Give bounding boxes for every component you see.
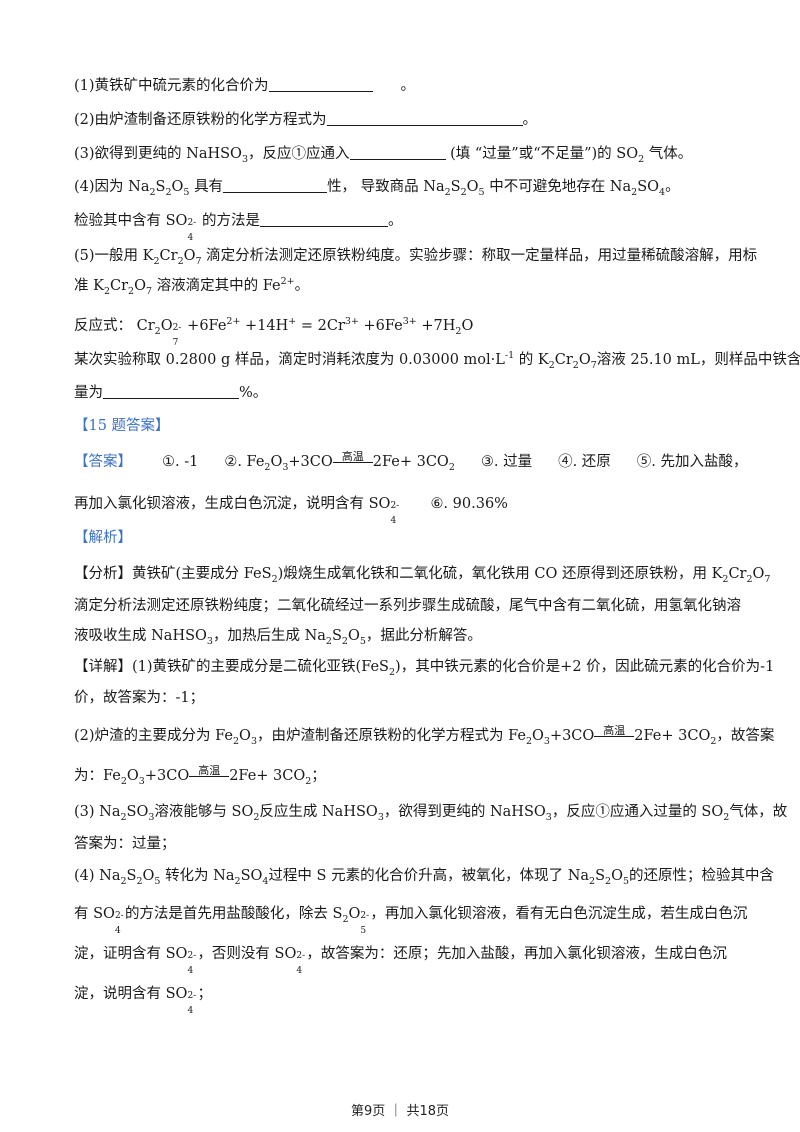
- answer-blank: [260, 212, 389, 227]
- reaction-condition: 高温: [189, 765, 230, 783]
- detail-3: (3) Na2SO3溶液能够与 SO2反应生成 NaHSO3，欲得到更纯的 Na…: [74, 804, 788, 823]
- answer-blank: [326, 111, 523, 126]
- question-5-line2: 准 K2Cr2O7 溶液滴定其中的 Fe2+。: [74, 276, 310, 297]
- detail-4: (4) Na2S2O5 转化为 Na2SO4过程中 S 元素的化合价升高，被氧化…: [74, 868, 774, 887]
- analysis-summary: 【分析】黄铁矿(主要成分 FeS2)煅烧生成氧化铁和二氧化硫，氧化铁用 CO 还…: [74, 566, 771, 585]
- analysis-section-header: 【解析】: [74, 530, 132, 546]
- answer-blank: [349, 145, 446, 160]
- detail-2: (2)炉渣的主要成分为 Fe2O3，由炉渣制备还原铁粉的化学方程式为 Fe2O3…: [74, 724, 775, 747]
- question-3: (3)欲得到更纯的 NaHSO3，反应①应通入 (填 “过量”或“不足量”)的 …: [74, 145, 693, 165]
- question-4: (4)因为 Na2S2O5 具有性， 导致商品 Na2S2O5 中不可避免地存在…: [74, 178, 680, 198]
- question-5-calc-line2: 量为%。: [74, 384, 268, 401]
- question-1: (1)黄铁矿中硫元素的化合价为。: [74, 77, 416, 94]
- question-2: (2)由炉渣制备还原铁粉的化学方程式为。: [74, 111, 538, 128]
- answer-blank: [268, 77, 373, 92]
- reaction-condition: 高温: [594, 725, 635, 743]
- detail-1: 【详解】(1)黄铁矿的主要成分是二硫化亚铁(FeS2)，其中铁元素的化合价是+2…: [74, 659, 775, 678]
- reaction-condition: 高温: [332, 451, 373, 469]
- answer-blank: [223, 178, 328, 193]
- detail-3-line2: 答案为：过量；: [74, 836, 176, 852]
- answer-blank: [103, 384, 239, 399]
- analysis-summary-line2: 滴定分析法测定还原铁粉纯度；二氧化硫经过一系列步骤生成硫酸，尾气中含有二氧化硫，…: [74, 598, 741, 614]
- page-footer: 第9页 ｜ 共18页: [350, 1104, 450, 1119]
- detail-1-line2: 价，故答案为：-1；: [74, 690, 205, 706]
- analysis-summary-line3: 液吸收生成 NaHSO3，加热后生成 Na2S2O5，据此分析解答。: [74, 628, 482, 647]
- answer-section-header: 【15 题答案】: [74, 418, 170, 434]
- question-5-calc: 某次实验称取 0.2800 g 样品，滴定时消耗浓度为 0.03000 mol·…: [74, 350, 800, 371]
- question-5: (5)一般用 K2Cr2O7 滴定分析法测定还原铁粉纯度。实验步骤：称取一定量样…: [74, 248, 758, 267]
